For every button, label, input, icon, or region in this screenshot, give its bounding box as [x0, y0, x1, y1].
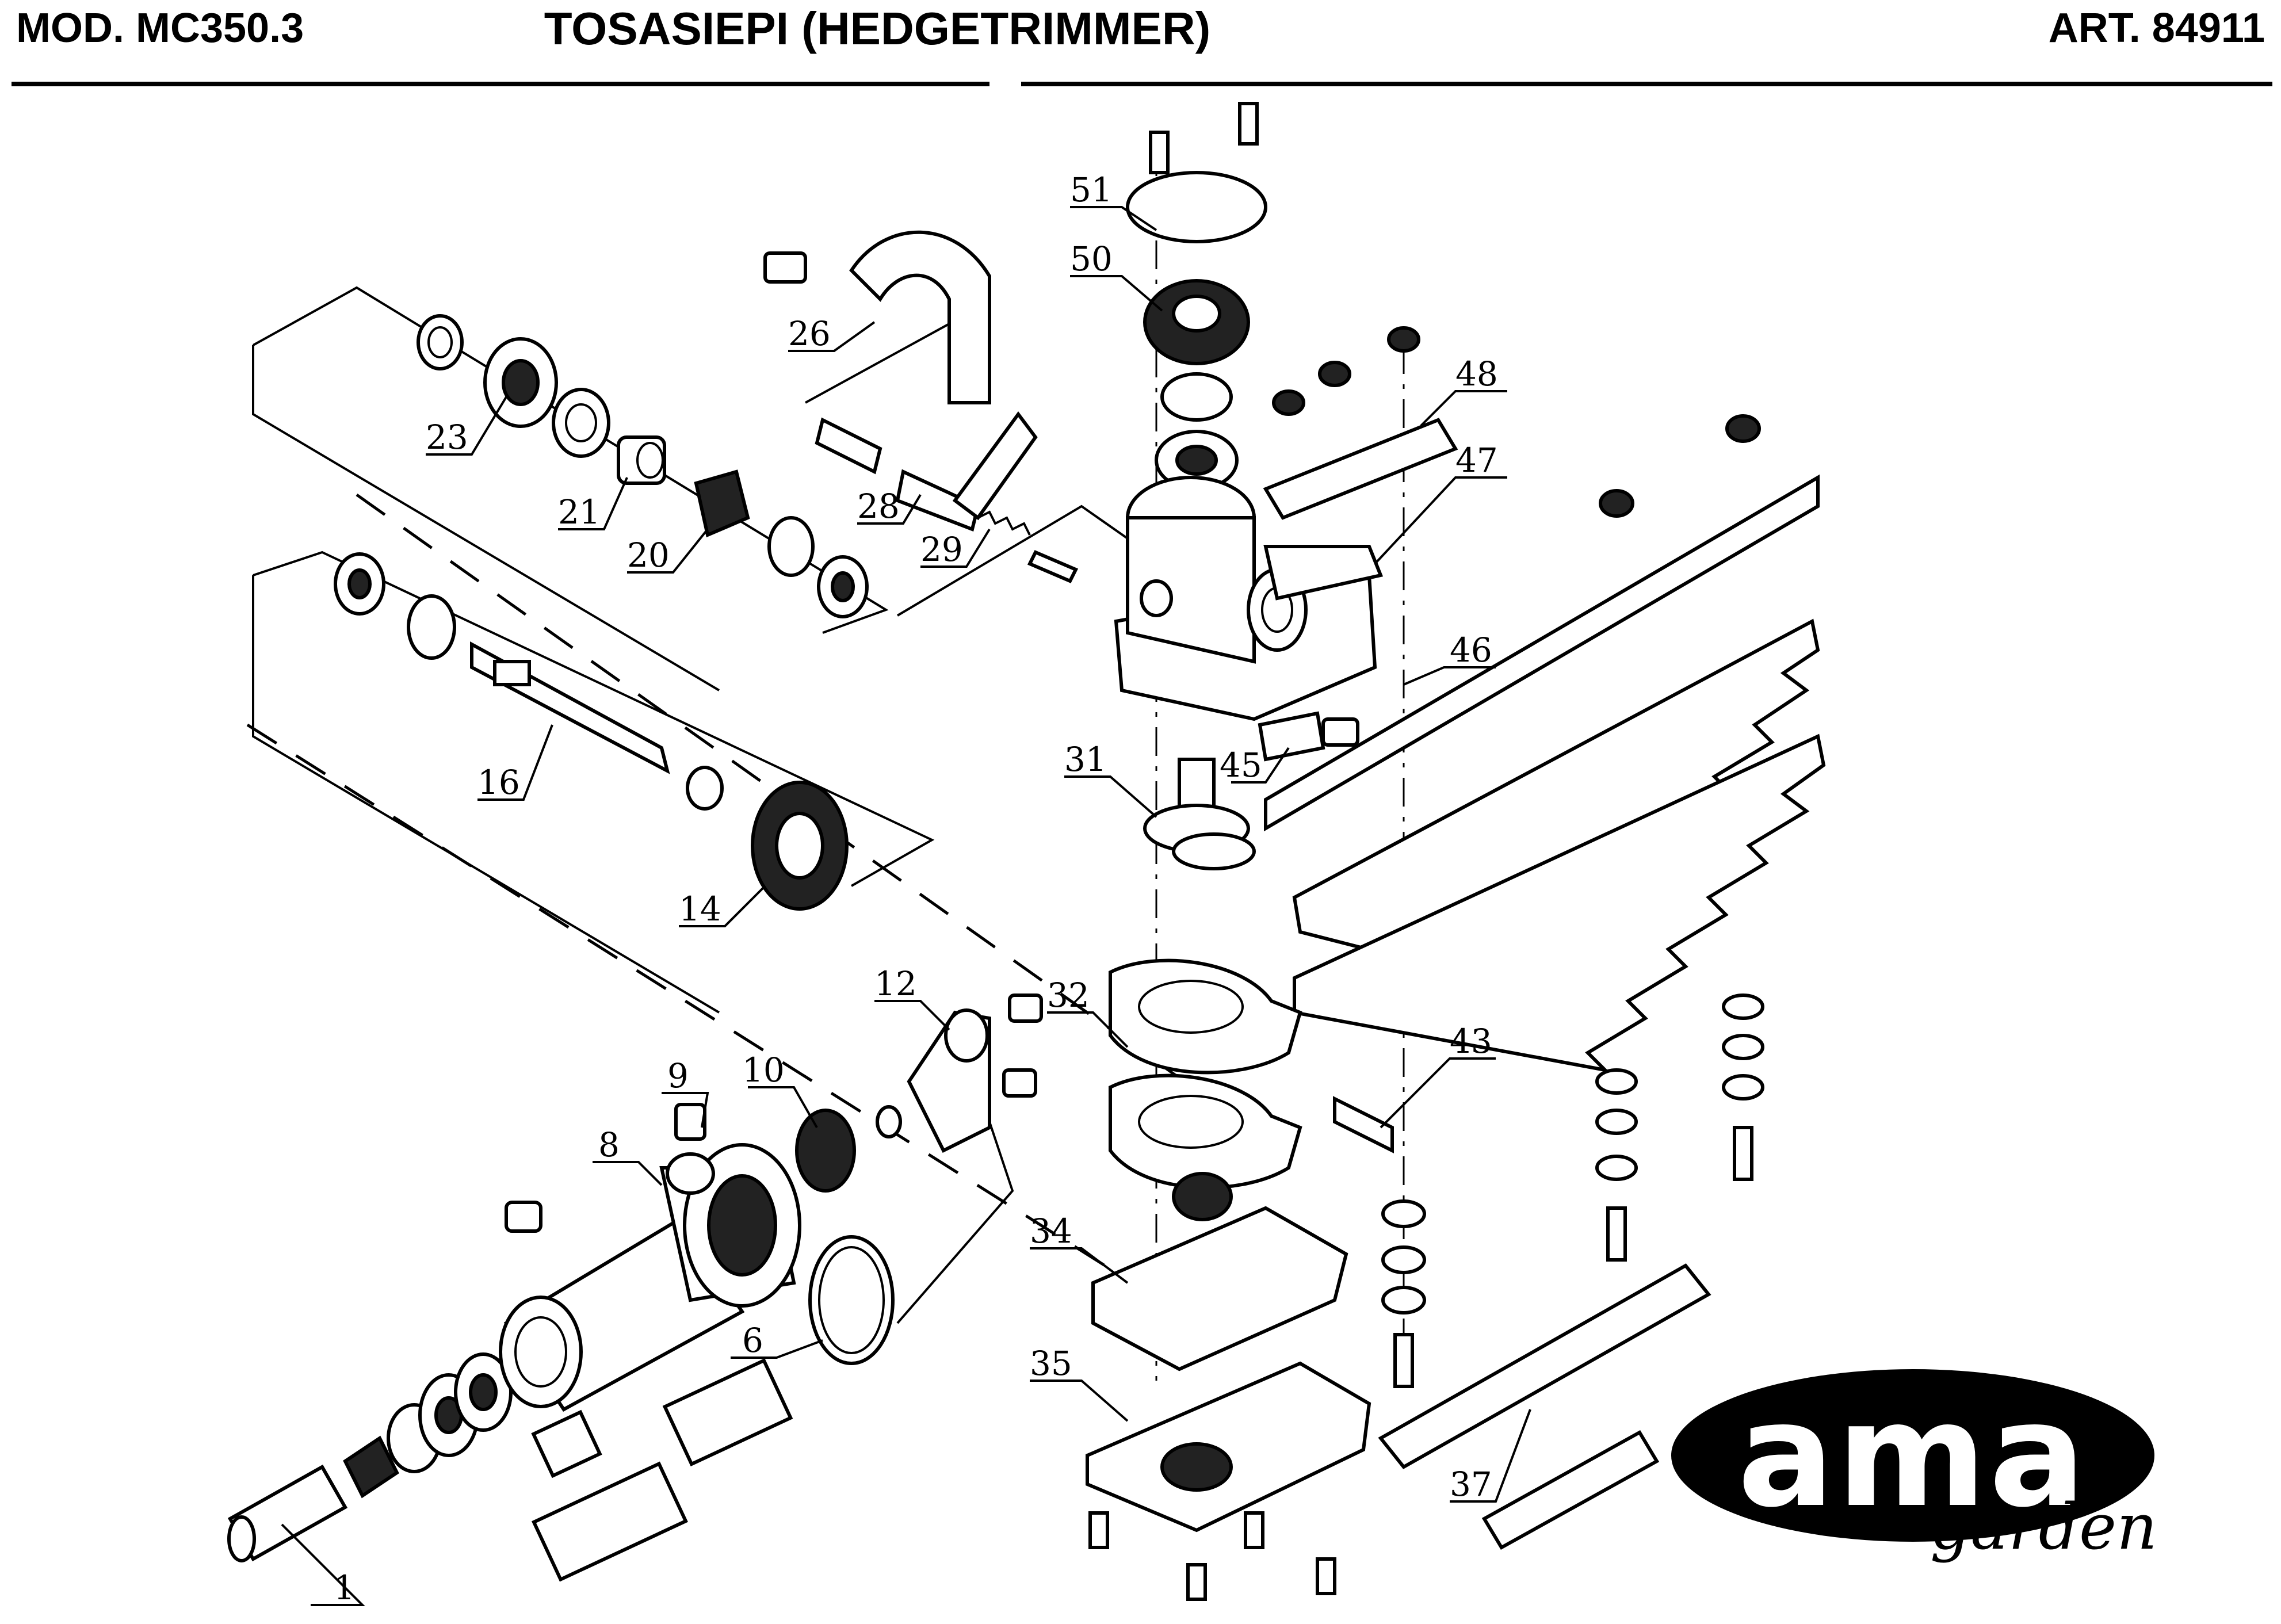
ama-garden-logo: ama garden	[1665, 1369, 2160, 1576]
callout-28: 28	[857, 487, 900, 526]
part-21-collar	[617, 435, 666, 485]
callout-labels: 51 50 26 48 47 23 21 28 29 20 46 16 31 4…	[334, 170, 1498, 1607]
callout-47: 47	[1455, 441, 1498, 480]
part-43-guide	[1333, 1096, 1394, 1153]
page-title: TOSASIEPI (HEDGETRIMMER)	[544, 3, 1211, 54]
part-37-sheath	[1378, 1263, 1711, 1550]
callout-16: 16	[477, 763, 520, 802]
callout-34: 34	[1030, 1212, 1072, 1251]
part-35-base-plate	[1086, 1361, 1371, 1601]
callout-43: 43	[1450, 1022, 1492, 1061]
part-32-blade-ends	[1109, 958, 1302, 1190]
callout-10: 10	[742, 1050, 785, 1090]
callout-26: 26	[788, 314, 831, 353]
part-51-cap	[1126, 102, 1267, 243]
part-1-drive-shaft	[227, 1352, 513, 1562]
part-34-gasket	[1091, 1172, 1348, 1371]
callout-20: 20	[627, 536, 670, 575]
part-28-lever	[815, 411, 1038, 532]
callout-21: 21	[558, 492, 601, 532]
callout-37: 37	[1450, 1465, 1492, 1504]
part-26-handle	[763, 230, 991, 404]
callout-6: 6	[742, 1321, 763, 1360]
callout-23: 23	[426, 418, 468, 457]
part-10-gear	[795, 1105, 902, 1193]
leader-lines	[281, 206, 1531, 1606]
callout-14: 14	[679, 889, 721, 928]
part-29-spring	[977, 510, 1079, 583]
screw-kits	[531, 1358, 793, 1582]
callout-1: 1	[334, 1568, 355, 1607]
part-12-cover	[907, 993, 1043, 1153]
model-code: MOD. MC350.3	[16, 5, 304, 51]
part-16-shaft	[334, 552, 724, 811]
part-45-bracket	[1258, 711, 1359, 762]
blade-lower	[1293, 733, 1826, 1073]
callout-50: 50	[1070, 239, 1113, 278]
callout-45: 45	[1220, 746, 1262, 785]
callout-9: 9	[667, 1056, 689, 1095]
callout-35: 35	[1030, 1344, 1072, 1383]
article-number: ART. 84911	[2048, 5, 2265, 51]
bolt-stacks	[1381, 993, 1764, 1388]
part-6-o-ring	[808, 1235, 895, 1365]
callout-31: 31	[1064, 740, 1107, 779]
callout-48: 48	[1455, 354, 1498, 393]
part-50-bevel-gear	[1143, 279, 1250, 491]
callout-51: 51	[1070, 170, 1113, 209]
part-8-gear-housing	[499, 1103, 801, 1412]
header-rule-right	[1021, 82, 2272, 86]
logo-subtitle: garden	[1930, 1490, 2157, 1564]
part-20-bevel-gear	[694, 469, 869, 618]
part-31-eccentric	[1143, 758, 1256, 870]
logo-ellipse	[1671, 1369, 2154, 1542]
callout-46: 46	[1450, 631, 1492, 670]
callout-12: 12	[874, 964, 917, 1003]
part-48-plate	[1263, 326, 1458, 520]
callout-29: 29	[920, 530, 963, 569]
callout-8: 8	[598, 1125, 620, 1164]
callout-32: 32	[1047, 976, 1090, 1015]
part-46-bar	[1264, 414, 1820, 832]
logo-wordmark: ama	[1737, 1371, 2088, 1539]
header-rule-left	[12, 82, 989, 86]
part-47-gearbox	[1114, 476, 1384, 721]
part-14-gear	[751, 781, 849, 911]
